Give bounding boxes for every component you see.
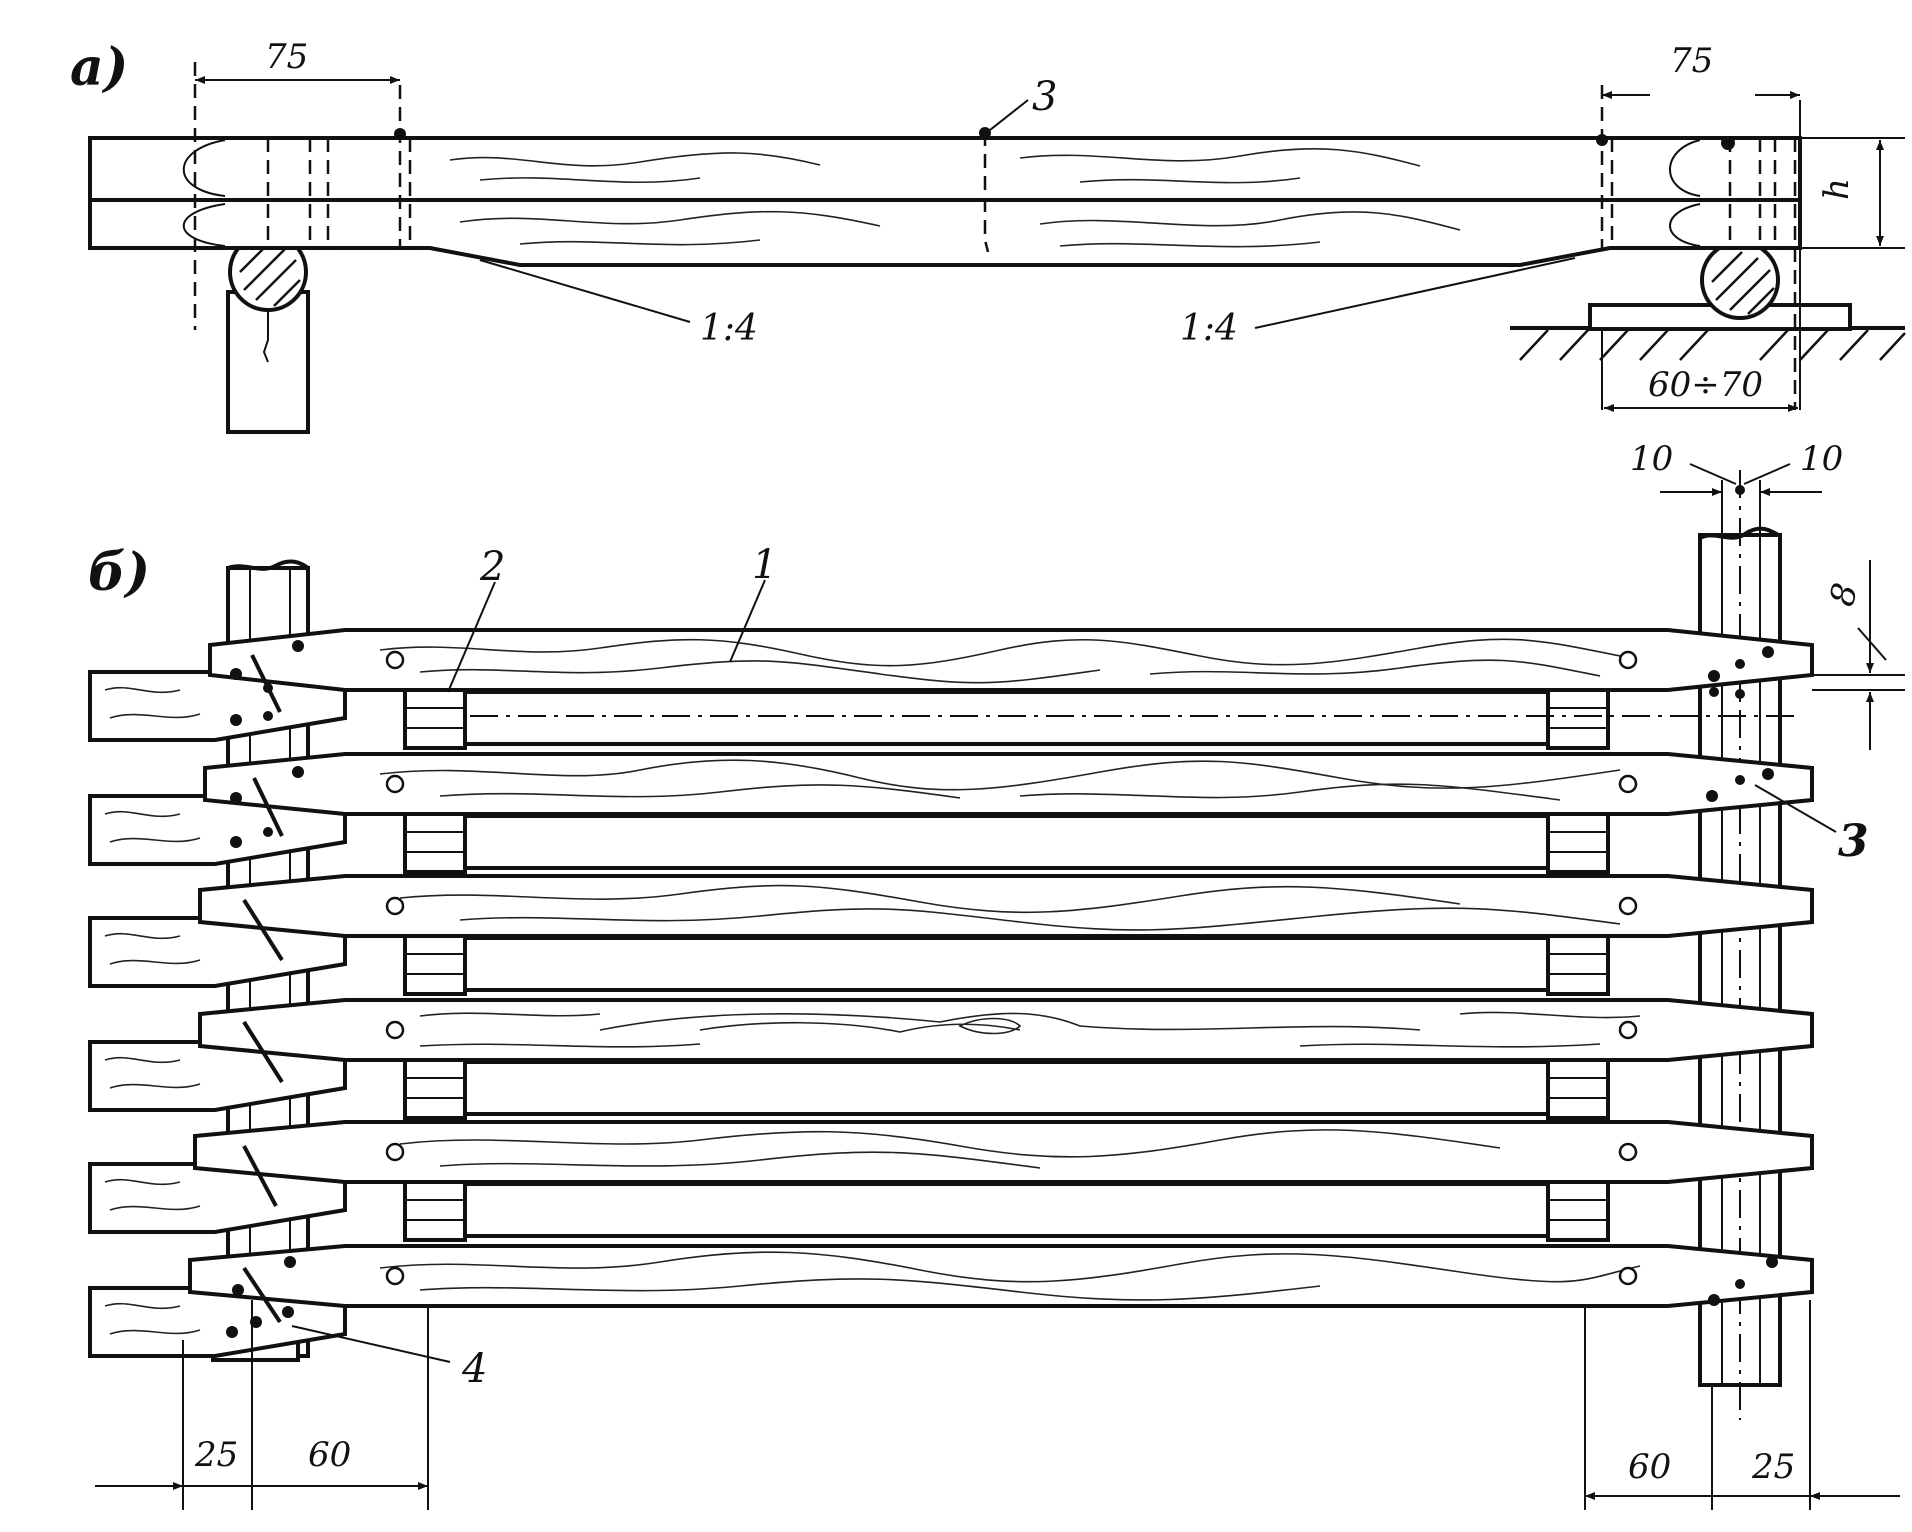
left-board-end-grain [104, 686, 201, 1335]
plank-3 [198, 874, 1814, 938]
spacer-blocks-left [403, 686, 467, 1242]
callout-2-leader [447, 581, 496, 693]
bottom-board [88, 198, 1802, 267]
slope-left-leader [479, 259, 691, 323]
nail-head-right-1 [1596, 134, 1608, 146]
plank-grain [379, 638, 1641, 1301]
callout-2: 2 [479, 544, 505, 590]
left-post-nail [262, 300, 269, 363]
dim-10-right-leader [1743, 463, 1791, 485]
dim-10-right: 10 [1800, 439, 1843, 479]
dim-25-right: 25 [1751, 1447, 1795, 1487]
bottom-dim-extensions [182, 1300, 1811, 1510]
bolt-holes [385, 650, 1638, 1286]
left-log-hatch [239, 243, 301, 307]
dim-60-right: 60 [1628, 1447, 1671, 1487]
callout-1: 1 [752, 542, 777, 588]
lower-boards [463, 690, 1550, 1238]
right-log-hatch [1711, 251, 1775, 315]
right-post-break [1699, 526, 1782, 540]
callout-3-side: 3 [1838, 816, 1869, 867]
slope-right-leader [1254, 257, 1576, 329]
callout-3-top-leader [989, 99, 1029, 131]
view-b-label: б) [88, 542, 150, 603]
callout-3-side-leader [1754, 784, 1837, 833]
left-joint-wave-bottom [182, 203, 226, 247]
slope-left: 1:4 [700, 308, 758, 349]
dim-60-left: 60 [308, 1435, 351, 1475]
nail-dots [226, 640, 1778, 1338]
callout-4: 4 [461, 1346, 487, 1392]
slope-right: 1:4 [1180, 308, 1238, 349]
top-board [88, 136, 1802, 202]
plank-2 [203, 752, 1814, 816]
dim-8: 8 [1822, 579, 1866, 610]
dim-8-tick [1857, 627, 1887, 661]
ground-hatch [1519, 329, 1906, 361]
callout-3-top: 3 [1032, 74, 1057, 120]
plank-6 [188, 1244, 1814, 1308]
left-joint-wave-top [182, 139, 226, 197]
callout-1-leader [729, 579, 766, 663]
view-a-grain [449, 147, 1461, 248]
dim-60-70: 60÷70 [1648, 365, 1763, 405]
view-a-label: а) [70, 37, 128, 98]
right-joint-wave-bottom [1669, 203, 1701, 247]
diagonal-fasteners [242, 654, 284, 1324]
nail-head-right-2 [1721, 136, 1735, 150]
dim-h: h [1817, 178, 1857, 200]
dim-75-left: 75 [265, 37, 308, 77]
dim-25-left: 25 [194, 1435, 238, 1475]
hidden-lines-a [193, 62, 1797, 410]
left-post-break [227, 559, 310, 571]
dim-10-left-leader [1689, 463, 1737, 485]
dim-10-left: 10 [1630, 439, 1673, 479]
dim-75-right: 75 [1670, 41, 1713, 81]
plank-4 [198, 998, 1814, 1062]
center-nail-head [979, 127, 991, 139]
callout-4-leader [291, 1325, 451, 1363]
center-nail [983, 132, 990, 253]
dim-10-center-dot [1735, 485, 1745, 495]
nail-head-left [394, 128, 406, 140]
right-joint-wave-top [1669, 139, 1701, 197]
view-a-elevation: а) [70, 37, 1906, 434]
view-b-plan: б) [88, 439, 1905, 1510]
